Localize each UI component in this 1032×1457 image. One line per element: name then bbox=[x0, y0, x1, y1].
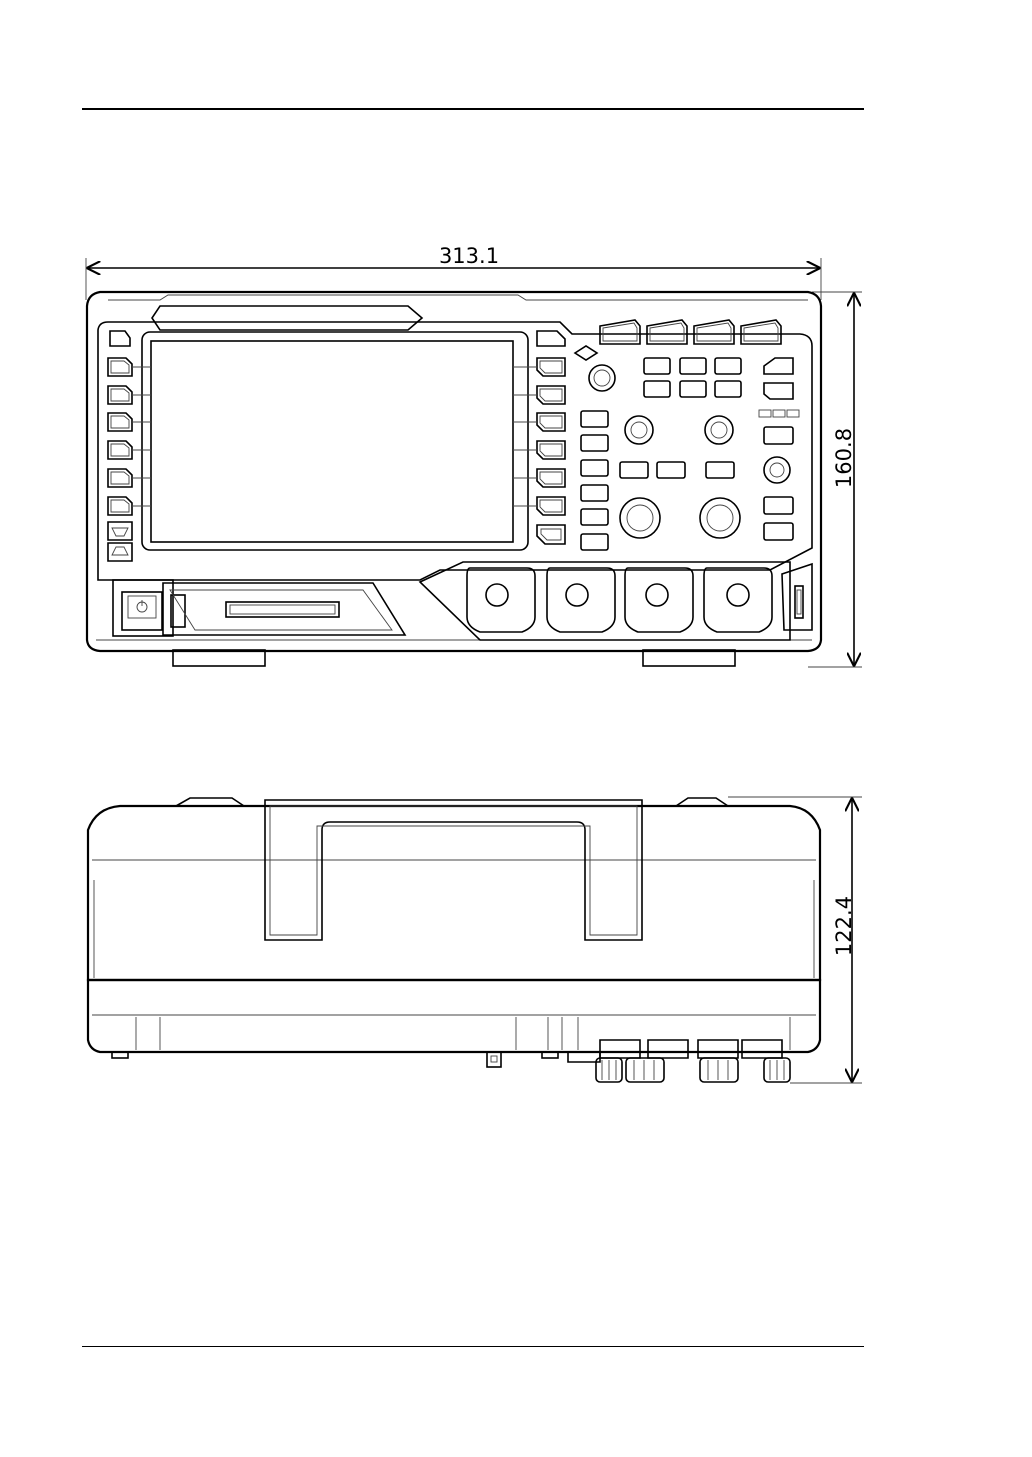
power-section bbox=[113, 580, 405, 636]
depth-dimension-label: 122.4 bbox=[832, 896, 856, 956]
interface-slot bbox=[226, 602, 339, 617]
control-panel bbox=[575, 346, 799, 550]
channel-inputs bbox=[420, 562, 790, 640]
screen bbox=[151, 341, 513, 542]
front-view: 313.1 160.8 bbox=[86, 244, 862, 667]
channel-1-bnc bbox=[486, 584, 508, 606]
channel-2-bnc bbox=[566, 584, 588, 606]
top-function-keys bbox=[600, 320, 781, 344]
front-foot-left bbox=[173, 650, 265, 666]
carry-handle bbox=[265, 800, 642, 940]
right-softkeys bbox=[513, 331, 565, 544]
side-view: 122.4 bbox=[88, 797, 862, 1083]
screen-frame bbox=[142, 332, 528, 550]
height-dimension: 160.8 bbox=[808, 292, 862, 667]
height-dimension-label: 160.8 bbox=[832, 428, 856, 488]
channel-3-bnc bbox=[646, 584, 668, 606]
side-bnc-connectors bbox=[568, 1040, 790, 1082]
side-body-upper bbox=[88, 806, 820, 980]
front-body bbox=[87, 292, 821, 651]
left-softkeys bbox=[108, 331, 151, 561]
channel-4-bnc bbox=[727, 584, 749, 606]
front-foot-right bbox=[643, 650, 735, 666]
usb-port bbox=[782, 564, 812, 630]
side-body-lower bbox=[88, 980, 820, 1052]
width-dimension-label: 313.1 bbox=[439, 244, 499, 268]
